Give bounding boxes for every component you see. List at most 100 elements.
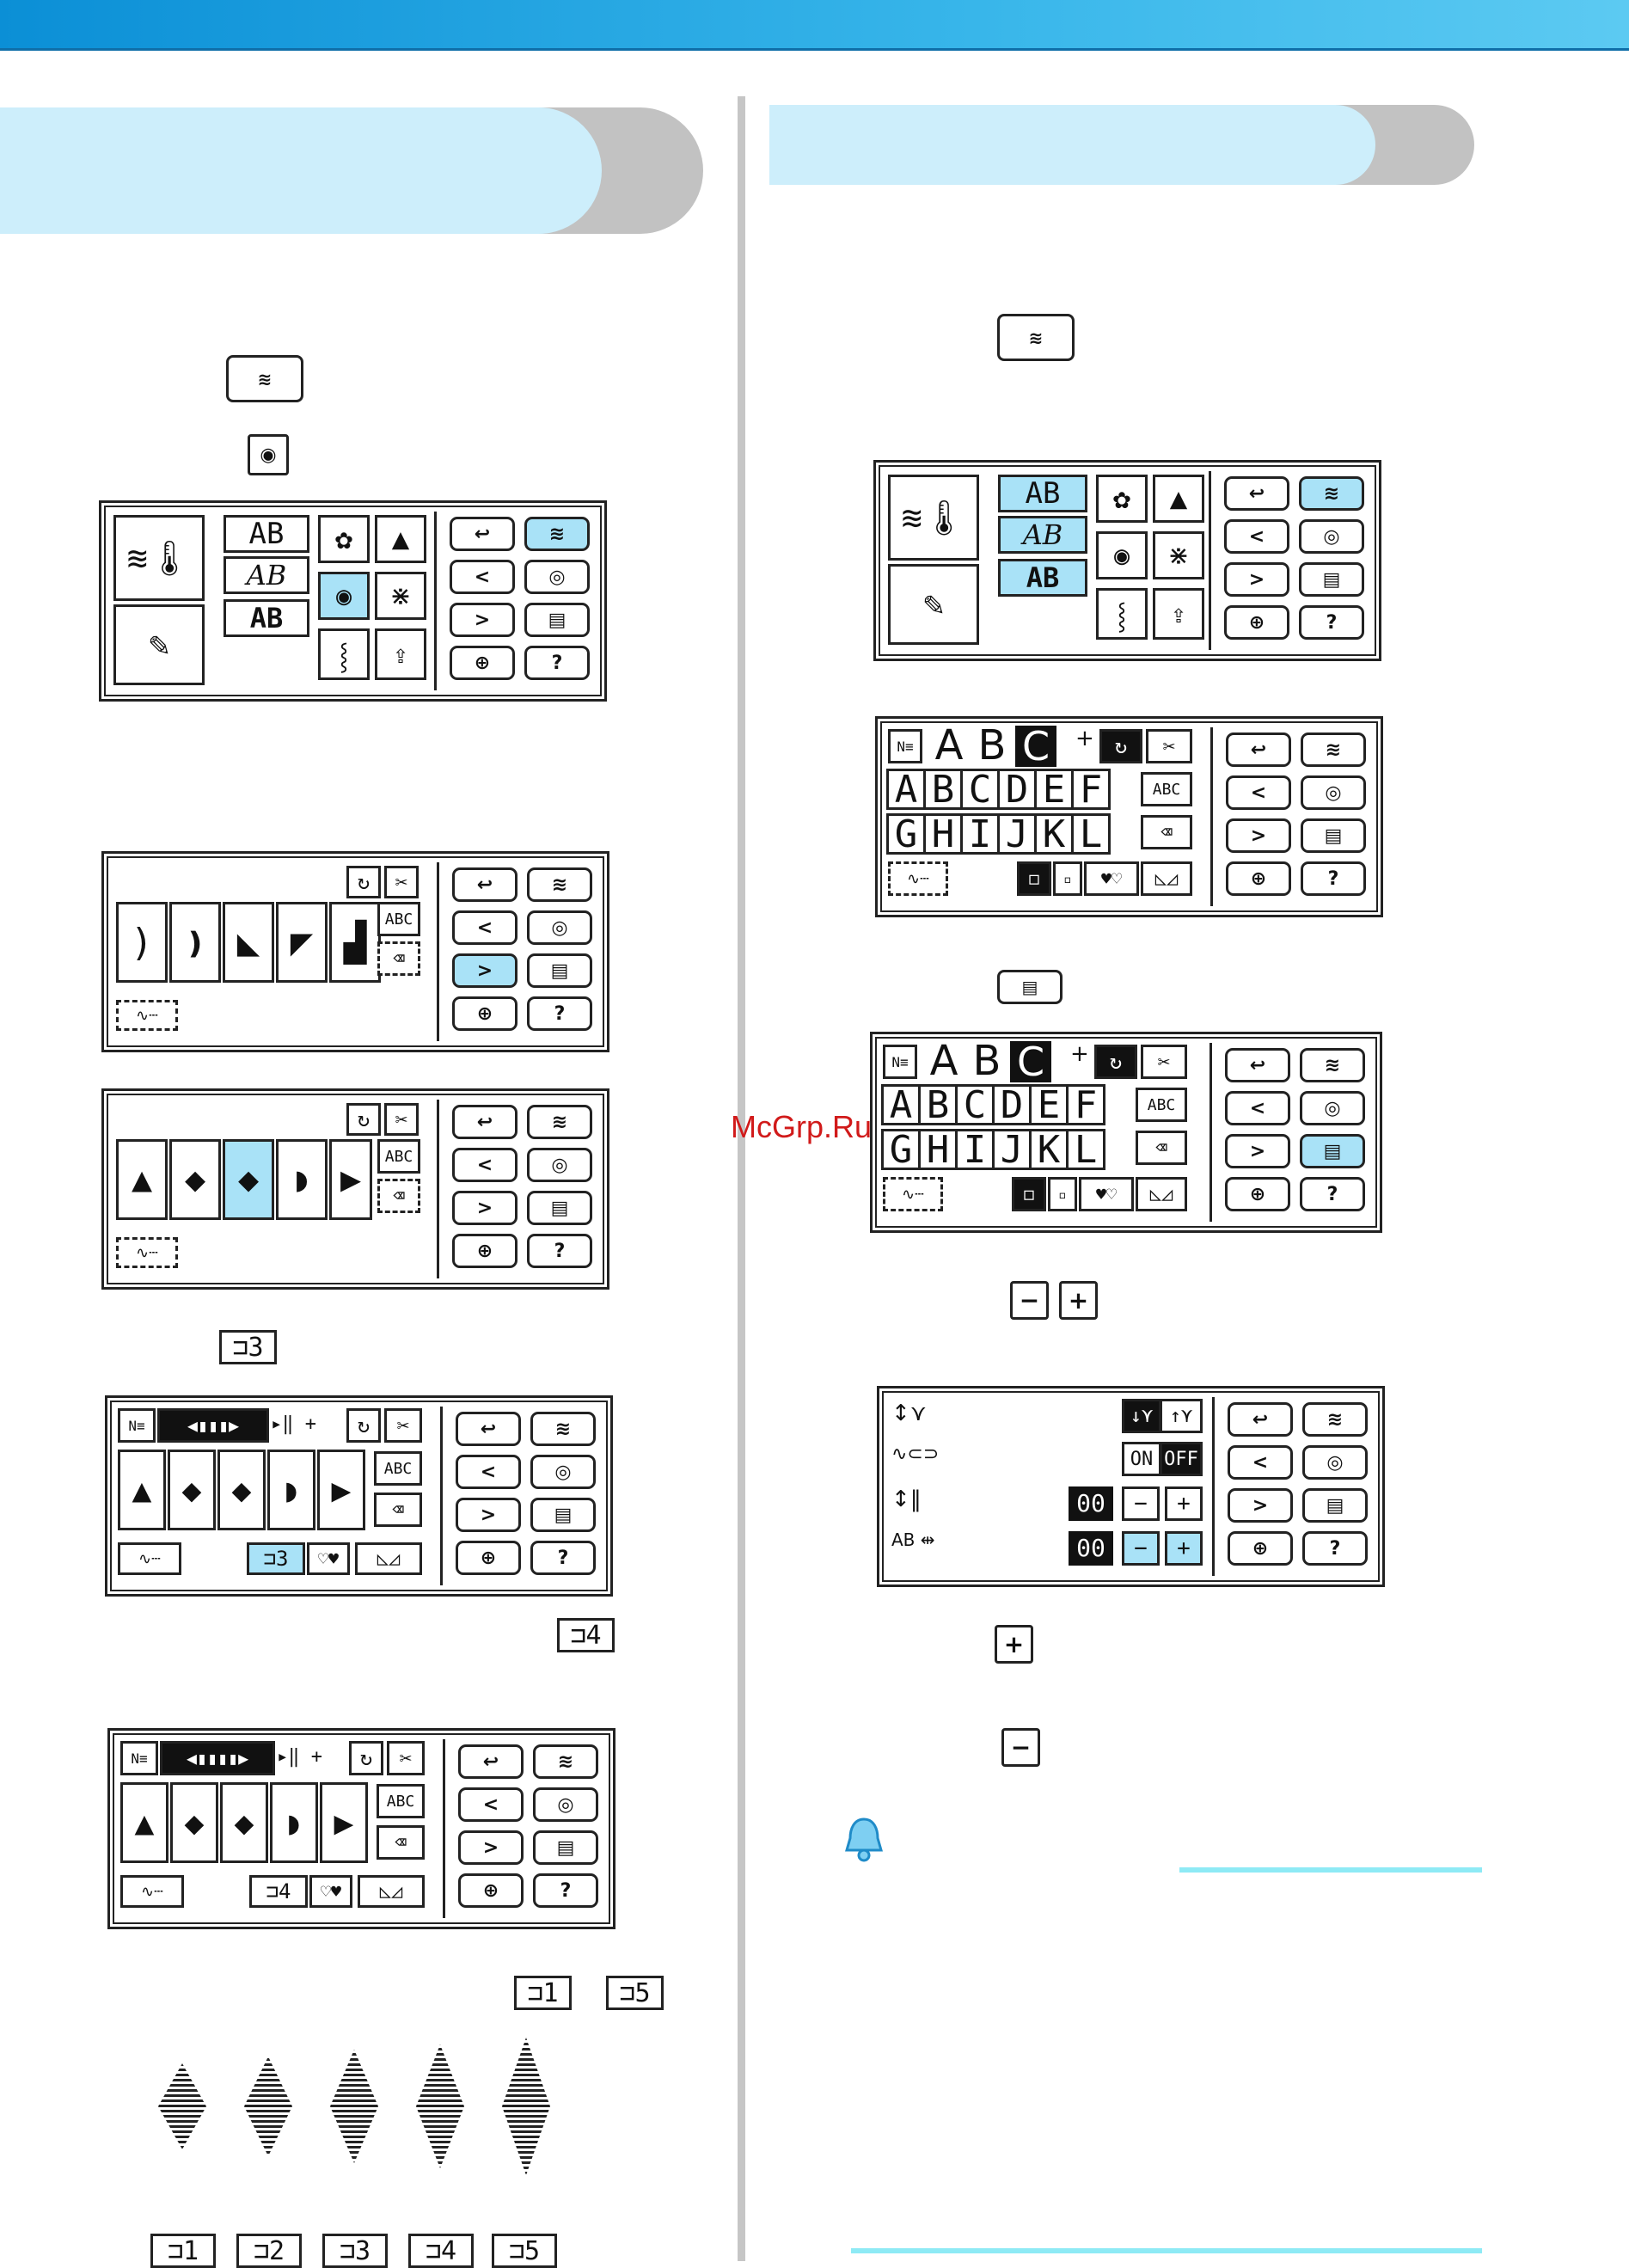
- prev-page-button[interactable]: <: [1226, 775, 1291, 810]
- help-button[interactable]: ?: [1299, 605, 1364, 640]
- letter-key[interactable]: B: [918, 1083, 958, 1127]
- settings-button[interactable]: ▤: [527, 953, 592, 988]
- satin-pattern-10[interactable]: ▶: [317, 1450, 365, 1530]
- settings-button[interactable]: ▤: [524, 603, 590, 637]
- arrow-pattern-icon[interactable]: ▲: [375, 515, 426, 563]
- back-button[interactable]: ↩: [452, 1105, 517, 1139]
- satin-pattern-10[interactable]: ▶: [329, 1139, 372, 1220]
- letter-key[interactable]: E: [1034, 768, 1074, 812]
- satin-pattern-1[interactable]: ): [116, 902, 168, 983]
- stitch-preview-icon[interactable]: ∿┄: [116, 1000, 178, 1031]
- scissors-icon[interactable]: ✂: [384, 1103, 419, 1136]
- size-large-icon[interactable]: ◻: [1017, 861, 1051, 896]
- next-page-button[interactable]: >: [1228, 1488, 1293, 1523]
- cross-stitch-icon[interactable]: ⋇: [375, 572, 426, 620]
- letter-key[interactable]: C: [955, 1083, 995, 1127]
- abc-button[interactable]: ABC: [377, 902, 420, 936]
- settings-button[interactable]: ▤: [530, 1498, 596, 1532]
- satin-pattern-8[interactable]: ◆: [223, 1139, 274, 1220]
- letter-key[interactable]: F: [1071, 768, 1111, 812]
- help-button[interactable]: ?: [1300, 1177, 1365, 1211]
- next-page-button[interactable]: >: [452, 953, 517, 988]
- download-icon[interactable]: ⇪: [375, 628, 426, 680]
- scissors-icon[interactable]: ✂: [387, 1741, 425, 1775]
- letter-key[interactable]: G: [886, 812, 926, 856]
- back-button[interactable]: ↩: [1224, 476, 1289, 511]
- mirror-icon[interactable]: ◺◿: [1141, 861, 1192, 896]
- mirror-icon[interactable]: ◺◿: [358, 1875, 425, 1908]
- prev-page-button[interactable]: <: [452, 1148, 517, 1182]
- off-button[interactable]: OFF: [1160, 1442, 1203, 1476]
- settings-button[interactable]: ▤: [1299, 562, 1364, 597]
- letter-key[interactable]: D: [997, 768, 1037, 812]
- embroidery-button[interactable]: ◎: [1302, 1445, 1368, 1480]
- reverse-icon[interactable]: ↻: [1099, 729, 1142, 763]
- stitch-preview-icon[interactable]: ∿┄: [883, 1177, 943, 1211]
- stitch-preview-icon[interactable]: ∿┄: [120, 1875, 184, 1908]
- settings-button[interactable]: ▤: [527, 1191, 592, 1225]
- next-page-button[interactable]: >: [1226, 818, 1291, 853]
- heart-icon[interactable]: ♥♡: [1084, 861, 1139, 896]
- satin-pattern-7[interactable]: ◆: [168, 1450, 216, 1530]
- memory-button[interactable]: ⊕: [1226, 861, 1291, 896]
- mode-button[interactable]: ≋: [1300, 1048, 1365, 1082]
- satin-pattern-8[interactable]: ◆: [220, 1782, 268, 1863]
- embroidery-button[interactable]: ◎: [530, 1455, 596, 1489]
- letter-key[interactable]: L: [1071, 812, 1111, 856]
- embroidery-button[interactable]: ◎: [1301, 775, 1366, 810]
- letter-key[interactable]: G: [881, 1128, 921, 1172]
- satin-pattern-6[interactable]: ▲: [116, 1139, 168, 1220]
- embroidery-foot-icon[interactable]: ✎: [888, 564, 979, 645]
- reverse-icon[interactable]: ↻: [1094, 1045, 1137, 1079]
- satin-pattern-3[interactable]: ◣: [223, 902, 274, 983]
- help-button[interactable]: ?: [1302, 1531, 1368, 1566]
- size-small-icon[interactable]: ▫: [1048, 1177, 1077, 1211]
- help-button[interactable]: ?: [533, 1873, 598, 1908]
- letter-key[interactable]: J: [992, 1128, 1032, 1172]
- mode-button[interactable]: ≋: [1302, 1402, 1368, 1437]
- prev-page-button[interactable]: <: [458, 1787, 524, 1822]
- next-page-button[interactable]: >: [1225, 1134, 1290, 1168]
- next-page-button[interactable]: >: [450, 603, 515, 637]
- utility-decorative-icon[interactable]: ⸾: [1096, 588, 1148, 640]
- scissors-icon[interactable]: ✂: [1146, 729, 1192, 763]
- erase-icon[interactable]: ⌫: [1136, 1131, 1187, 1165]
- help-button[interactable]: ?: [527, 1234, 592, 1268]
- embroidery-button[interactable]: ◎: [1299, 519, 1364, 554]
- erase-icon[interactable]: ⌫: [377, 1825, 425, 1860]
- mirror-icon[interactable]: ◺◿: [355, 1542, 422, 1575]
- letter-key[interactable]: F: [1066, 1083, 1105, 1127]
- back-button[interactable]: ↩: [1226, 733, 1291, 767]
- satin-pattern-4[interactable]: ◤: [276, 902, 328, 983]
- erase-icon[interactable]: ⌫: [377, 941, 420, 976]
- satin-pattern-icon[interactable]: ◉: [1096, 531, 1148, 579]
- satin-pattern-8[interactable]: ◆: [217, 1450, 266, 1530]
- on-button[interactable]: ON: [1122, 1442, 1161, 1476]
- satin-pattern-2[interactable]: ❫: [169, 902, 221, 983]
- utility-stitch-icon[interactable]: ≋🌡: [888, 475, 979, 561]
- letter-key[interactable]: E: [1029, 1083, 1069, 1127]
- next-page-button[interactable]: >: [456, 1498, 521, 1532]
- cross-stitch-icon[interactable]: ⋇: [1153, 531, 1204, 579]
- size-large-icon[interactable]: ◻: [1012, 1177, 1046, 1211]
- embroidery-foot-icon[interactable]: ✎: [113, 604, 205, 685]
- prev-page-button[interactable]: <: [1224, 519, 1289, 554]
- heart-icon[interactable]: ♥♡: [1079, 1177, 1134, 1211]
- help-button[interactable]: ?: [524, 646, 590, 680]
- letter-key[interactable]: A: [886, 768, 926, 812]
- back-button[interactable]: ↩: [452, 867, 517, 902]
- help-button[interactable]: ?: [527, 996, 592, 1031]
- abc-button[interactable]: ABC: [1136, 1088, 1187, 1122]
- needle-mode-icon[interactable]: N≡: [888, 729, 922, 763]
- memory-button[interactable]: ⊕: [1225, 1177, 1290, 1211]
- minus-button-1[interactable]: −: [1122, 1486, 1160, 1521]
- back-button[interactable]: ↩: [456, 1412, 521, 1446]
- needle-up-button[interactable]: ↑⋎: [1160, 1399, 1203, 1433]
- embroidery-button[interactable]: ◎: [1300, 1091, 1365, 1125]
- needle-down-button[interactable]: ↓⋎: [1122, 1399, 1161, 1433]
- abc-button[interactable]: ABC: [1141, 772, 1192, 806]
- prev-page-button[interactable]: <: [456, 1455, 521, 1489]
- mode-button[interactable]: ≋: [530, 1412, 596, 1446]
- plus-button-1[interactable]: +: [1165, 1486, 1203, 1521]
- prev-page-button[interactable]: <: [1228, 1445, 1293, 1480]
